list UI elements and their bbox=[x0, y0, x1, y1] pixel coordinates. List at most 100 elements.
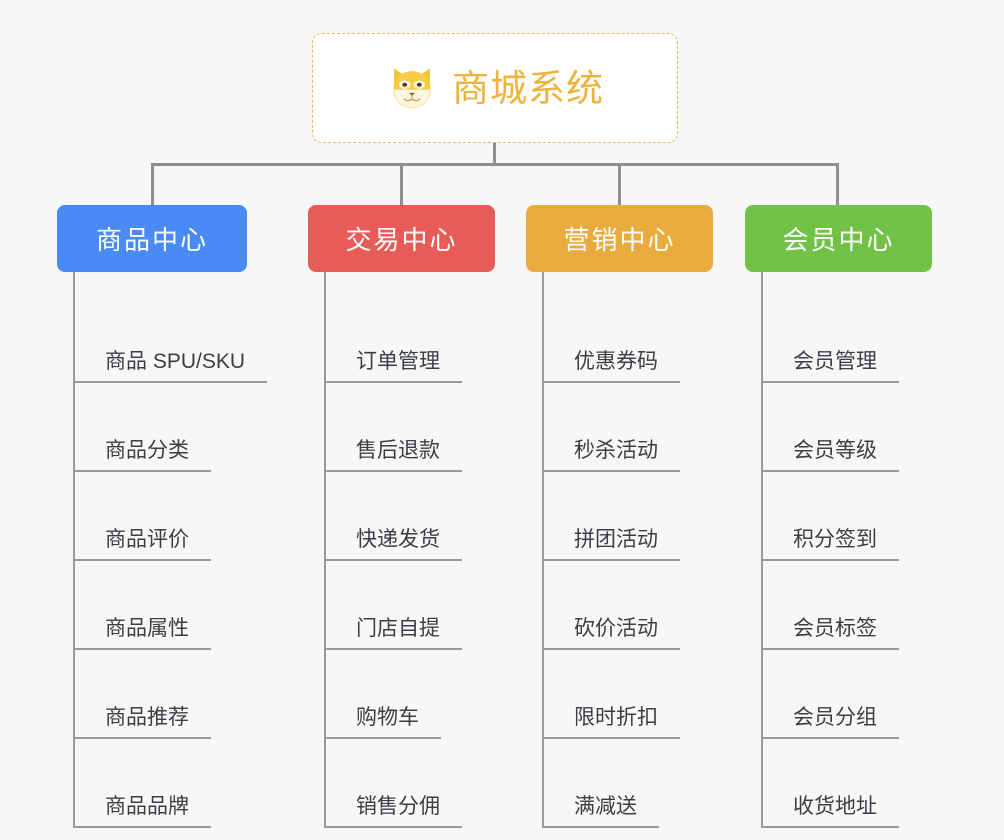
list-item[interactable]: 商品 SPU/SKU bbox=[73, 294, 267, 383]
leaf-label: 订单管理 bbox=[356, 350, 440, 373]
leaf-underline bbox=[542, 470, 680, 472]
leaf-underline bbox=[542, 826, 659, 828]
leaf-label: 购物车 bbox=[356, 706, 419, 729]
leaf-underline bbox=[542, 559, 680, 561]
list-item[interactable]: 砍价活动 bbox=[542, 561, 713, 650]
list-item[interactable]: 商品品牌 bbox=[73, 739, 247, 828]
list-item[interactable]: 销售分佣 bbox=[324, 739, 495, 828]
leaf-underline bbox=[542, 381, 680, 383]
list-item[interactable]: 商品评价 bbox=[73, 472, 247, 561]
leaf-spine bbox=[761, 272, 763, 828]
leaf-label: 商品品牌 bbox=[105, 795, 189, 818]
connector-drop-marketing-center bbox=[618, 163, 621, 206]
leaf-label: 砍价活动 bbox=[574, 617, 658, 640]
category-header-member-center[interactable]: 会员中心 bbox=[745, 205, 932, 272]
list-item[interactable]: 快递发货 bbox=[324, 472, 495, 561]
leaf-underline bbox=[73, 381, 267, 383]
category-header-label: 营销中心 bbox=[563, 225, 676, 255]
leaf-list-product-center: 商品 SPU/SKU 商品分类 商品评价 商品属性 商品推荐 商品品牌 bbox=[73, 272, 267, 828]
leaf-label: 满减送 bbox=[574, 795, 637, 818]
shiba-dog-face-icon bbox=[393, 68, 431, 109]
category-header-label: 商品中心 bbox=[95, 225, 208, 255]
leaf-spine bbox=[324, 272, 326, 828]
leaf-label: 限时折扣 bbox=[574, 706, 658, 729]
leaf-label: 快递发货 bbox=[356, 528, 440, 551]
leaf-underline bbox=[73, 826, 211, 828]
leaf-label: 收货地址 bbox=[793, 795, 877, 818]
leaf-underline bbox=[324, 470, 462, 472]
leaf-underline bbox=[324, 559, 462, 561]
leaf-underline bbox=[761, 381, 899, 383]
leaf-underline bbox=[73, 648, 211, 650]
category-header-trade-center[interactable]: 交易中心 bbox=[308, 205, 495, 272]
leaf-underline bbox=[324, 648, 462, 650]
connector-horizontal-bus bbox=[151, 163, 839, 166]
leaf-label: 会员等级 bbox=[793, 439, 877, 462]
list-item[interactable]: 收货地址 bbox=[761, 739, 932, 828]
leaf-label: 会员分组 bbox=[793, 706, 877, 729]
leaf-underline bbox=[324, 737, 441, 739]
leaf-list-marketing-center: 优惠券码 秒杀活动 拼团活动 砍价活动 限时折扣 满减送 bbox=[542, 272, 713, 828]
leaf-underline bbox=[542, 648, 680, 650]
list-item[interactable]: 商品分类 bbox=[73, 383, 247, 472]
connector-root-stem bbox=[493, 143, 496, 165]
leaf-underline bbox=[324, 826, 462, 828]
leaf-list-trade-center: 订单管理 售后退款 快递发货 门店自提 购物车 销售分佣 bbox=[324, 272, 495, 828]
leaf-underline bbox=[761, 737, 899, 739]
list-item[interactable]: 会员管理 bbox=[761, 294, 932, 383]
root-node-mall-system[interactable]: 商城系统 bbox=[312, 33, 678, 143]
leaf-label: 商品推荐 bbox=[105, 706, 189, 729]
leaf-label: 商品评价 bbox=[105, 528, 189, 551]
leaf-underline bbox=[761, 470, 899, 472]
leaf-underline bbox=[324, 381, 462, 383]
leaf-label: 商品 SPU/SKU bbox=[105, 350, 246, 373]
list-item[interactable]: 门店自提 bbox=[324, 561, 495, 650]
leaf-underline bbox=[761, 648, 899, 650]
leaf-label: 会员标签 bbox=[793, 617, 877, 640]
root-node-title: 商城系统 bbox=[452, 67, 604, 109]
category-column-member-center: 会员中心 会员管理 会员等级 积分签到 会员标签 会员分组 bbox=[745, 205, 932, 828]
leaf-label: 拼团活动 bbox=[574, 528, 658, 551]
category-header-label: 会员中心 bbox=[782, 225, 895, 255]
leaf-underline bbox=[761, 826, 899, 828]
leaf-underline bbox=[542, 737, 680, 739]
list-item[interactable]: 会员分组 bbox=[761, 650, 932, 739]
leaf-underline bbox=[73, 559, 211, 561]
list-item[interactable]: 售后退款 bbox=[324, 383, 495, 472]
list-item[interactable]: 商品推荐 bbox=[73, 650, 247, 739]
leaf-label: 门店自提 bbox=[356, 617, 440, 640]
leaf-label: 积分签到 bbox=[793, 528, 877, 551]
leaf-label: 商品属性 bbox=[105, 617, 189, 640]
leaf-label: 商品分类 bbox=[105, 439, 189, 462]
list-item[interactable]: 订单管理 bbox=[324, 294, 495, 383]
leaf-spine bbox=[542, 272, 544, 828]
category-header-product-center[interactable]: 商品中心 bbox=[57, 205, 247, 272]
leaf-underline bbox=[73, 737, 211, 739]
list-item[interactable]: 购物车 bbox=[324, 650, 495, 739]
connector-drop-member-center bbox=[836, 163, 839, 206]
leaf-underline bbox=[73, 470, 211, 472]
leaf-label: 秒杀活动 bbox=[574, 439, 658, 462]
list-item[interactable]: 会员等级 bbox=[761, 383, 932, 472]
leaf-underline bbox=[761, 559, 899, 561]
category-column-trade-center: 交易中心 订单管理 售后退款 快递发货 门店自提 购物车 bbox=[308, 205, 495, 828]
leaf-label: 会员管理 bbox=[793, 350, 877, 373]
category-header-marketing-center[interactable]: 营销中心 bbox=[526, 205, 713, 272]
leaf-list-member-center: 会员管理 会员等级 积分签到 会员标签 会员分组 收货地址 bbox=[761, 272, 932, 828]
connector-drop-product-center bbox=[151, 163, 154, 206]
list-item[interactable]: 满减送 bbox=[542, 739, 713, 828]
list-item[interactable]: 会员标签 bbox=[761, 561, 932, 650]
list-item[interactable]: 积分签到 bbox=[761, 472, 932, 561]
category-header-label: 交易中心 bbox=[345, 225, 458, 255]
list-item[interactable]: 秒杀活动 bbox=[542, 383, 713, 472]
list-item[interactable]: 优惠券码 bbox=[542, 294, 713, 383]
list-item[interactable]: 限时折扣 bbox=[542, 650, 713, 739]
list-item[interactable]: 商品属性 bbox=[73, 561, 247, 650]
leaf-label: 优惠券码 bbox=[574, 350, 658, 373]
leaf-label: 销售分佣 bbox=[356, 795, 440, 818]
list-item[interactable]: 拼团活动 bbox=[542, 472, 713, 561]
connector-drop-trade-center bbox=[400, 163, 403, 206]
category-column-product-center: 商品中心 商品 SPU/SKU 商品分类 商品评价 商品属性 商品推荐 bbox=[57, 205, 267, 828]
leaf-label: 售后退款 bbox=[356, 439, 440, 462]
